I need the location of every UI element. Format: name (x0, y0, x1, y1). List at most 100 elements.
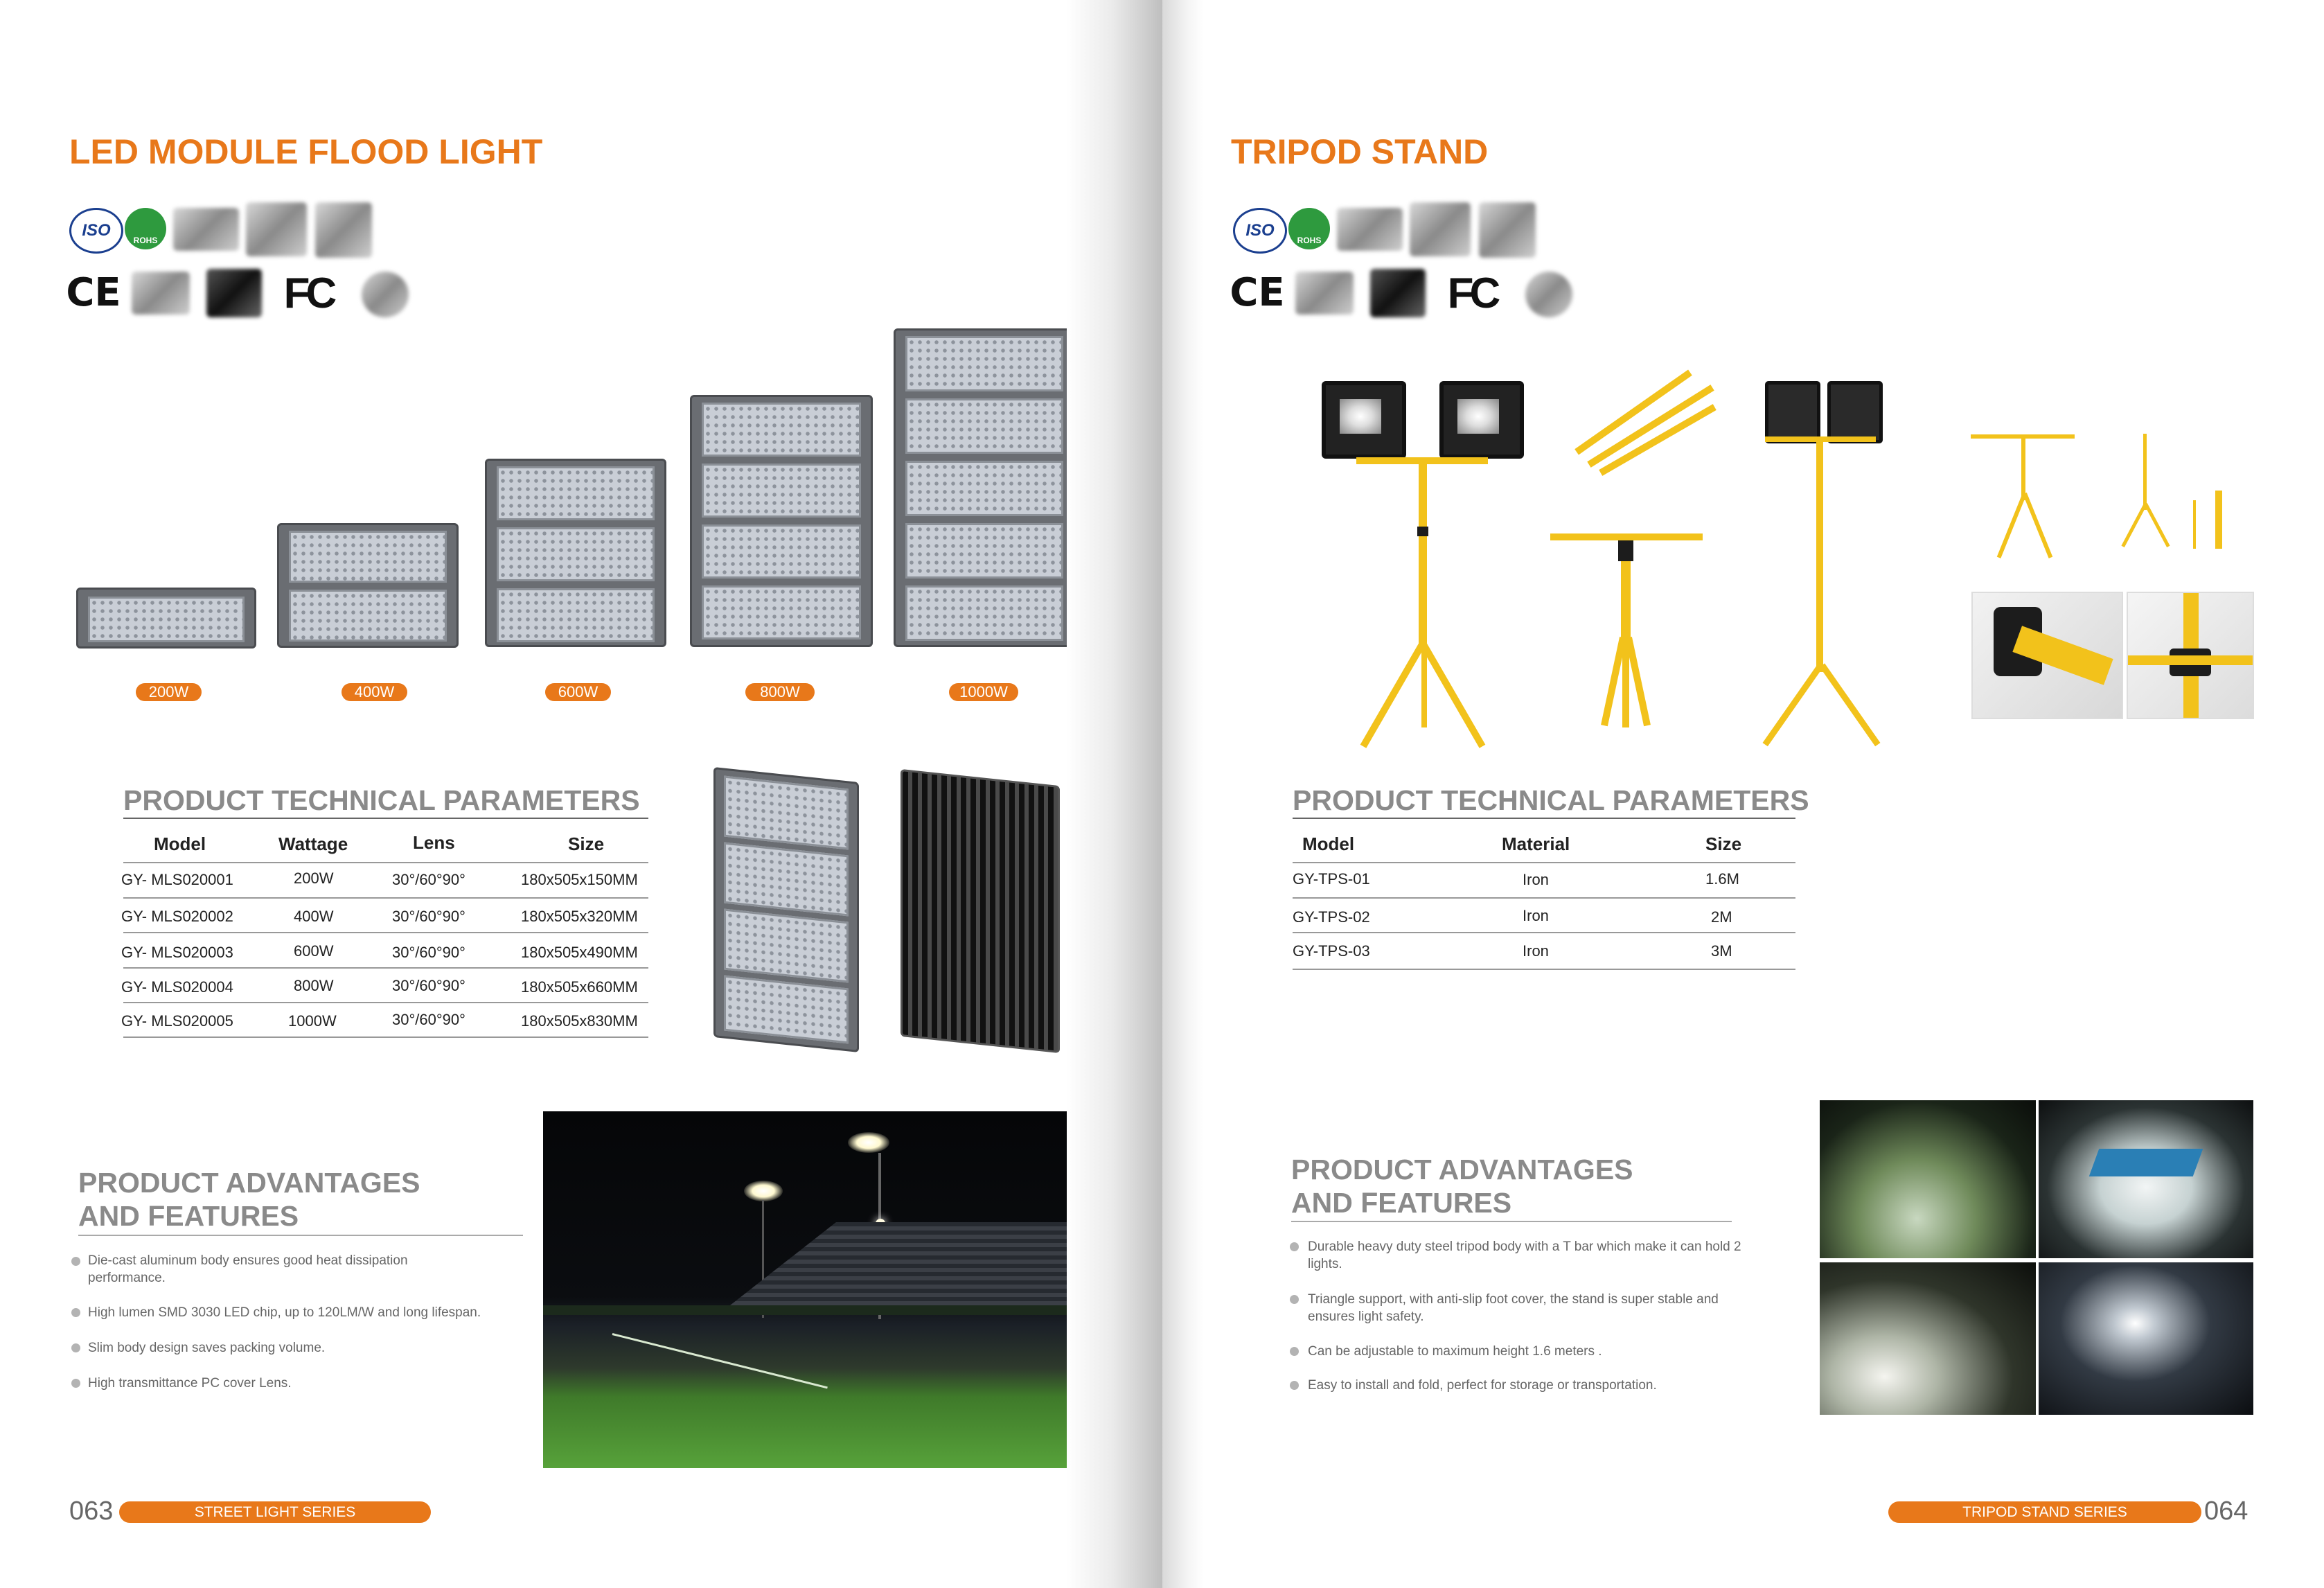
table-cell: 800W (294, 977, 334, 994)
feature-text: performance. (88, 1271, 166, 1285)
feature-text: High lumen SMD 3030 LED chip, up to 120L… (88, 1305, 481, 1320)
table-cell: 200W (294, 870, 334, 887)
divider (123, 862, 648, 863)
table-cell: 180x505x490MM (521, 944, 638, 961)
tripod-double-light-image (1315, 360, 1606, 755)
table-cell: GY- MLS020002 (121, 908, 233, 925)
table-cell: 30°/60°90° (392, 944, 465, 961)
wattage-label: 400W (341, 683, 407, 701)
feature-text: Die-cast aluminum body ensures good heat… (88, 1253, 408, 1268)
blurred-cert-logo (173, 208, 239, 251)
divider (123, 1036, 648, 1038)
table-tennis-photo (2039, 1100, 2253, 1258)
blurred-cert-logo (1337, 208, 1403, 251)
feature-text: Durable heavy duty steel tripod body wit… (1308, 1239, 1741, 1254)
blurred-cert-logo (206, 269, 262, 317)
table-cell: GY-TPS-01 (1293, 870, 1370, 888)
page-number: 064 (2204, 1497, 2248, 1526)
table-cell: GY- MLS020005 (121, 1012, 233, 1030)
divider (1293, 969, 1795, 970)
table-cell: 180x505x150MM (521, 871, 638, 888)
feature-text: Triangle support, with anti-slip foot co… (1308, 1292, 1719, 1307)
table-header: Model (1302, 833, 1355, 854)
book-spine-shadow (1162, 0, 1204, 1588)
rohs-logo: ROHS (1288, 208, 1330, 249)
table-header: Lens (413, 832, 455, 853)
table-cell: 30°/60°90° (392, 977, 465, 994)
worksite-photo (1820, 1262, 2036, 1415)
left-page: LED MODULE FLOOD LIGHT ISO ROHS CE FC 20… (66, 132, 1083, 1526)
blurred-cert-logo (1410, 202, 1471, 256)
tripod-t-bar-image (1550, 527, 1703, 734)
advantages-title: AND FEATURES (1291, 1187, 1512, 1219)
wattage-label: 1000W (949, 683, 1018, 701)
divider (78, 1235, 523, 1236)
stadium-photo (543, 1111, 1083, 1468)
fcc-logo: FC (1447, 269, 1501, 317)
rohs-logo: ROHS (125, 208, 166, 249)
product-title: LED MODULE FLOOD LIGHT (69, 132, 543, 171)
table-header: Size (568, 833, 605, 854)
bullet-icon (71, 1308, 80, 1317)
table-cell: Iron (1523, 942, 1549, 960)
feature-text: lights. (1308, 1257, 1342, 1271)
blurred-cert-logo (362, 272, 409, 317)
blurred-cert-logo (1370, 269, 1426, 317)
right-page: TRIPOD STAND ISO ROHS CE FC (1162, 0, 2324, 1588)
blurred-cert-logo (1525, 272, 1572, 317)
table-header: Model (154, 833, 206, 854)
flood-light-600w (485, 459, 666, 647)
table-cell: GY- MLS020001 (121, 871, 233, 888)
bullet-icon (71, 1257, 80, 1266)
flood-light-front-view (713, 766, 859, 1053)
bullet-icon (71, 1343, 80, 1352)
court-photo (2039, 1262, 2253, 1415)
page-number: 063 (69, 1497, 114, 1526)
advantages-title: AND FEATURES (78, 1200, 299, 1232)
table-cell: Iron (1523, 907, 1549, 924)
blurred-cert-logo (1479, 202, 1536, 258)
blurred-cert-logo (1295, 272, 1354, 315)
divider (123, 1002, 648, 1003)
blurred-cert-logo (315, 202, 372, 258)
table-cell: 180x505x320MM (521, 908, 638, 925)
book-spine-shadow (1067, 0, 1164, 1588)
table-cell: 30°/60°90° (392, 871, 465, 888)
wattage-label: 800W (745, 683, 815, 701)
series-label: STREET LIGHT SERIES (119, 1501, 431, 1523)
divider (123, 967, 648, 969)
tripod-work-light-image (1737, 367, 1945, 755)
table-cell: 30°/60°90° (392, 908, 465, 925)
bullet-icon (1290, 1347, 1299, 1356)
divider (123, 932, 648, 933)
params-title: PRODUCT TECHNICAL PARAMETERS (123, 784, 640, 816)
table-cell: 180x505x830MM (521, 1012, 638, 1030)
table-cell: 1000W (288, 1012, 337, 1030)
tripod-clamp-detail-image (1971, 592, 2123, 719)
folded-tripod-image (1550, 353, 1717, 485)
flood-light-400w (277, 523, 459, 648)
divider (123, 818, 648, 819)
tripod-sizes-image (1967, 424, 2258, 570)
table-cell: 600W (294, 942, 334, 960)
ce-logo: CE (1230, 270, 1285, 315)
wattage-label: 600W (545, 683, 611, 701)
flood-light-200w (76, 588, 256, 649)
table-cell: GY- MLS020003 (121, 944, 233, 961)
table-cell: GY-TPS-02 (1293, 908, 1370, 926)
divider (1293, 818, 1795, 819)
table-cell: GY-TPS-03 (1293, 942, 1370, 960)
feature-text: Can be adjustable to maximum height 1.6 … (1308, 1344, 1602, 1359)
feature-text: ensures light safety. (1308, 1309, 1424, 1324)
blurred-cert-logo (132, 272, 190, 315)
feature-text: Slim body design saves packing volume. (88, 1341, 326, 1355)
params-title: PRODUCT TECHNICAL PARAMETERS (1293, 784, 1809, 816)
wattage-label: 200W (136, 683, 202, 701)
flood-light-1000w (894, 328, 1075, 647)
ce-logo: CE (66, 270, 121, 315)
series-label: TRIPOD STAND SERIES (1888, 1501, 2201, 1523)
bullet-icon (71, 1379, 80, 1388)
table-cell: 400W (294, 908, 334, 925)
iso-logo: ISO (1233, 208, 1287, 254)
table-cell: Iron (1523, 871, 1549, 888)
